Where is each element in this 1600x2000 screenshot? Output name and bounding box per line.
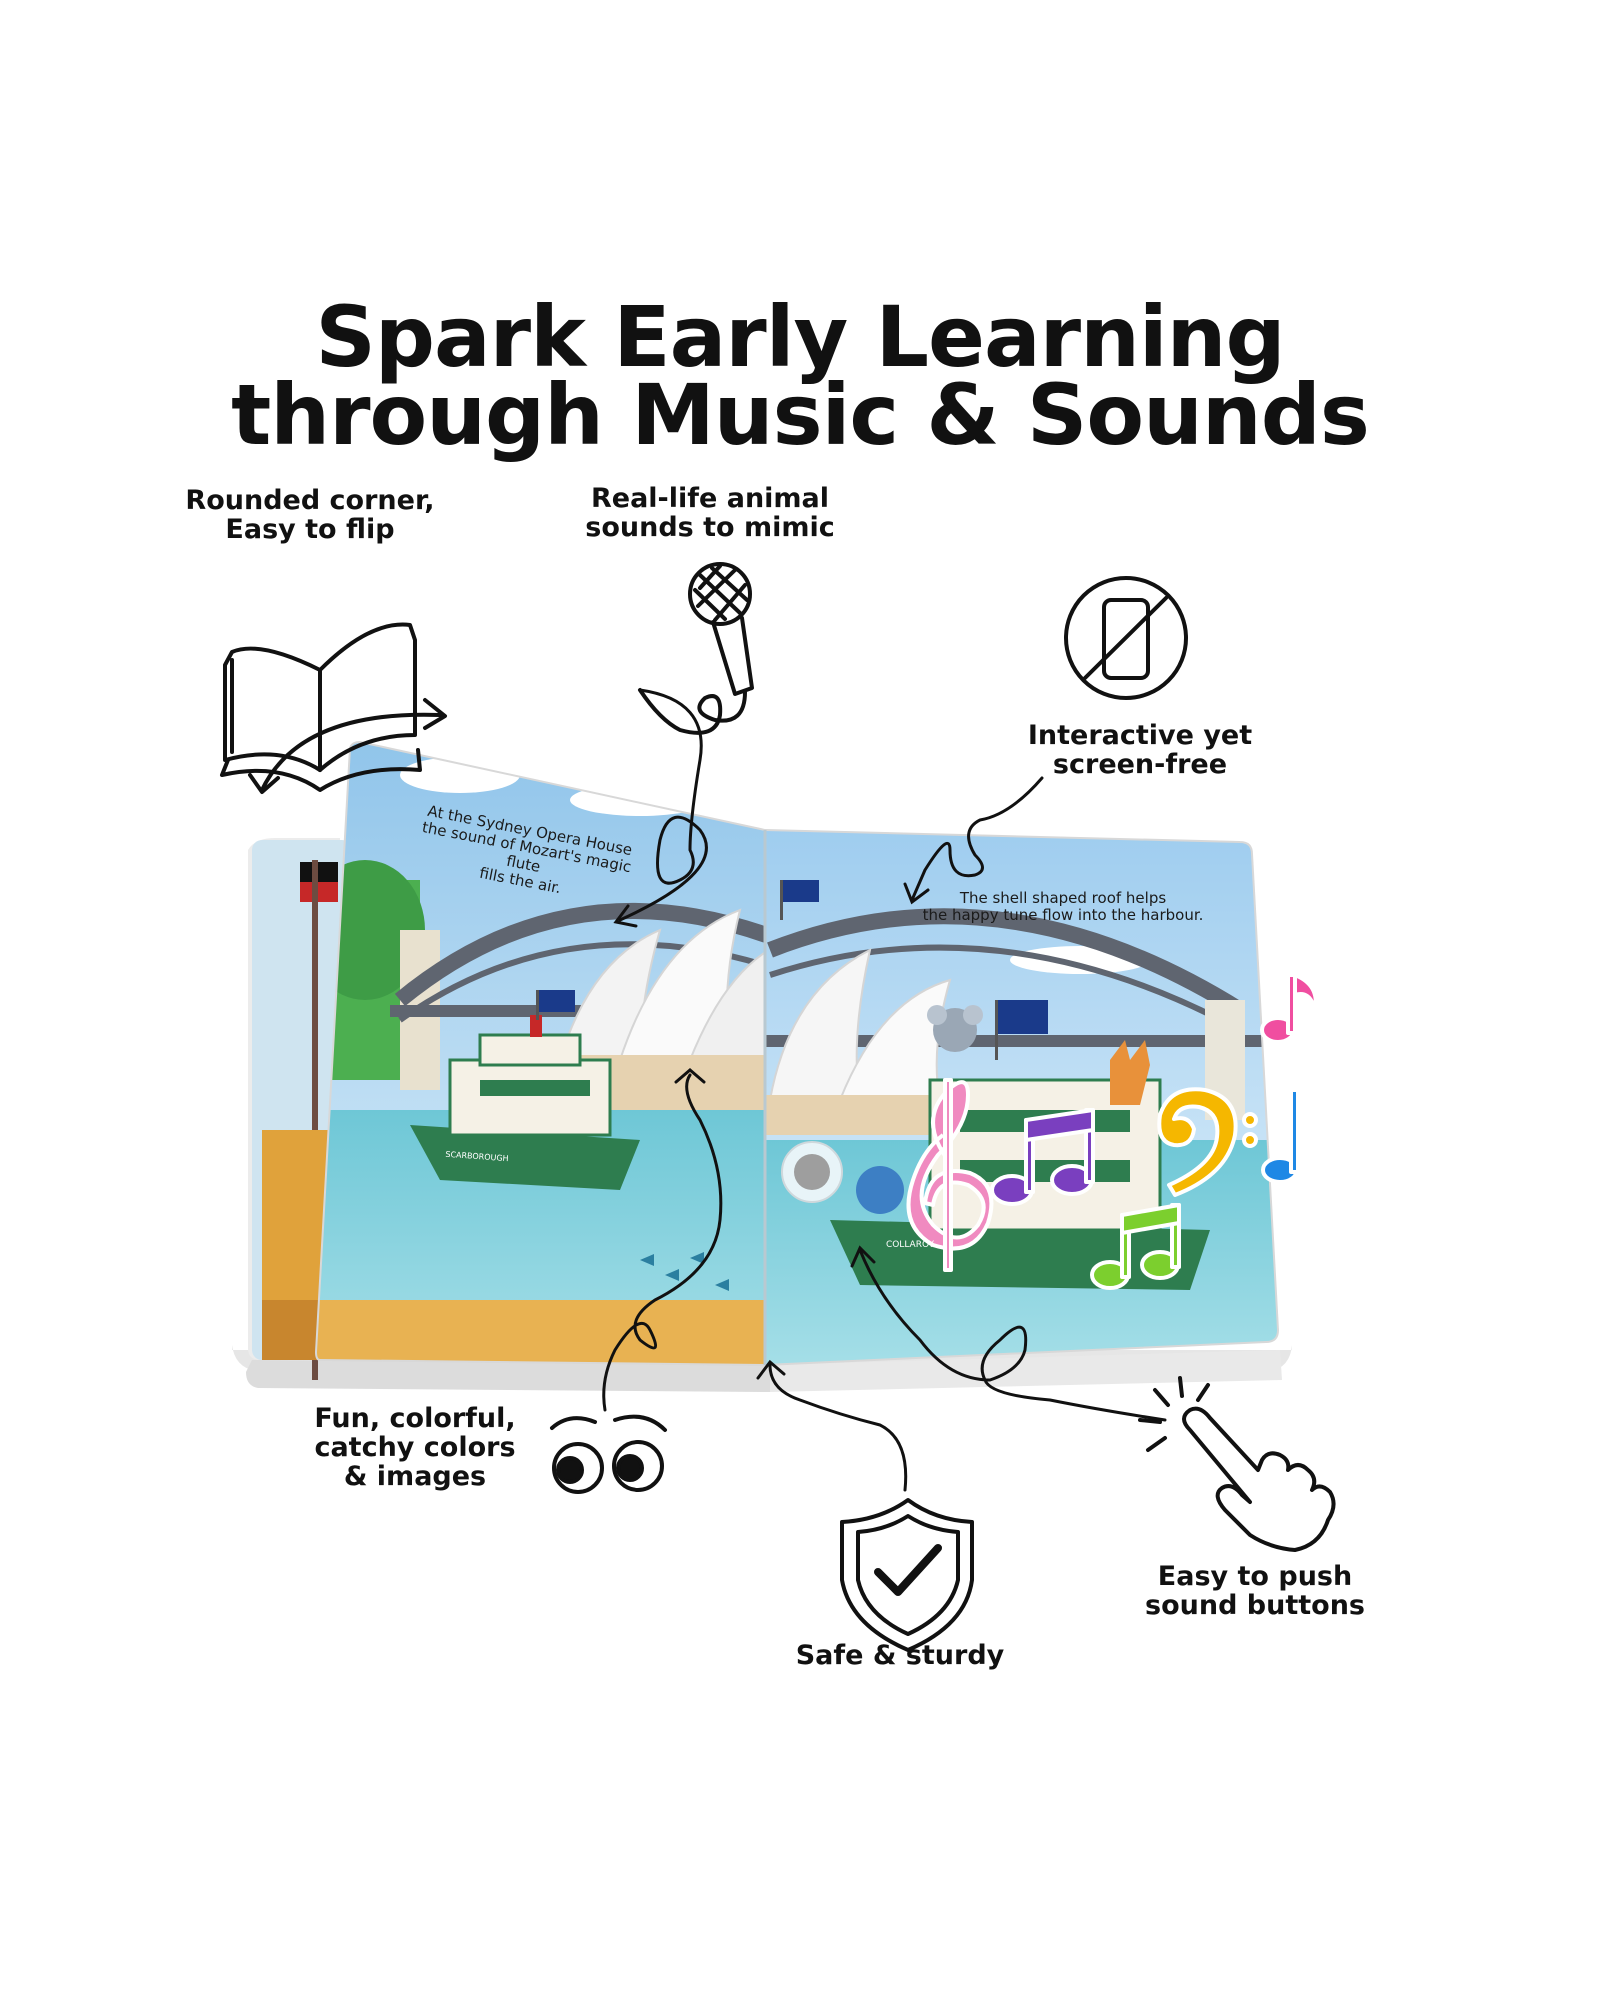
right-page [765,830,1278,1365]
note-purple [990,1108,1095,1206]
bass-clef-yellow [1157,1087,1258,1197]
feature-push-buttons-line-1: Easy to push [1157,1561,1353,1592]
feature-colorful-line-2: catchy colors [314,1432,516,1463]
note-green [1090,1203,1181,1290]
feature-safe-sturdy: Safe & sturdy [770,1641,1030,1670]
feature-screen-free-line-2: screen-free [1052,749,1228,780]
music-notes [906,973,1318,1290]
feature-colorful-line-1: Fun, colorful, [314,1403,516,1434]
microphone-icon [638,562,754,735]
note-blue [1261,1088,1300,1184]
tap-hand-icon [1138,1376,1336,1552]
right-page-caption-line-1: The shell shaped roof helps [959,889,1167,907]
feature-rounded-corner: Rounded corner, Easy to flip [170,486,450,544]
right-page-caption-line-2: the happy tune flow into the harbour. [922,906,1204,924]
feature-animal-sounds-line-1: Real-life animal [590,483,830,514]
no-phone-icon [1064,576,1188,700]
left-page [316,742,765,1365]
headline-line-1: Spark Early Learning [315,288,1285,386]
feature-safe-sturdy-line-1: Safe & sturdy [795,1640,1005,1671]
feature-screen-free-line-1: Interactive yet [1027,720,1253,751]
feature-rounded-corner-line-2: Easy to flip [225,514,395,545]
feature-colorful-line-3: & images [343,1461,487,1492]
right-page-caption: The shell shaped roof helps the happy tu… [918,890,1208,924]
note-pink [1260,973,1318,1044]
feature-push-buttons: Easy to push sound buttons [1120,1562,1390,1620]
headline-line-2: through Music & Sounds [231,366,1370,464]
feature-colorful: Fun, colorful, catchy colors & images [295,1404,535,1491]
connector-arrows [602,688,1167,1492]
feature-rounded-corner-line-1: Rounded corner, [185,485,435,516]
shield-check-icon [840,1498,974,1652]
feature-screen-free: Interactive yet screen-free [1000,721,1280,779]
double-arrow-icon [248,698,447,794]
feature-push-buttons-line-2: sound buttons [1145,1590,1365,1621]
right-ferry-name: COLLAROY [885,1240,935,1250]
eyes-icon [550,1414,667,1494]
feature-animal-sounds: Real-life animal sounds to mimic [570,484,850,542]
open-book-icon [220,622,422,792]
treble-clef-pink [906,1078,994,1272]
feature-animal-sounds-line-2: sounds to mimic [585,512,835,543]
